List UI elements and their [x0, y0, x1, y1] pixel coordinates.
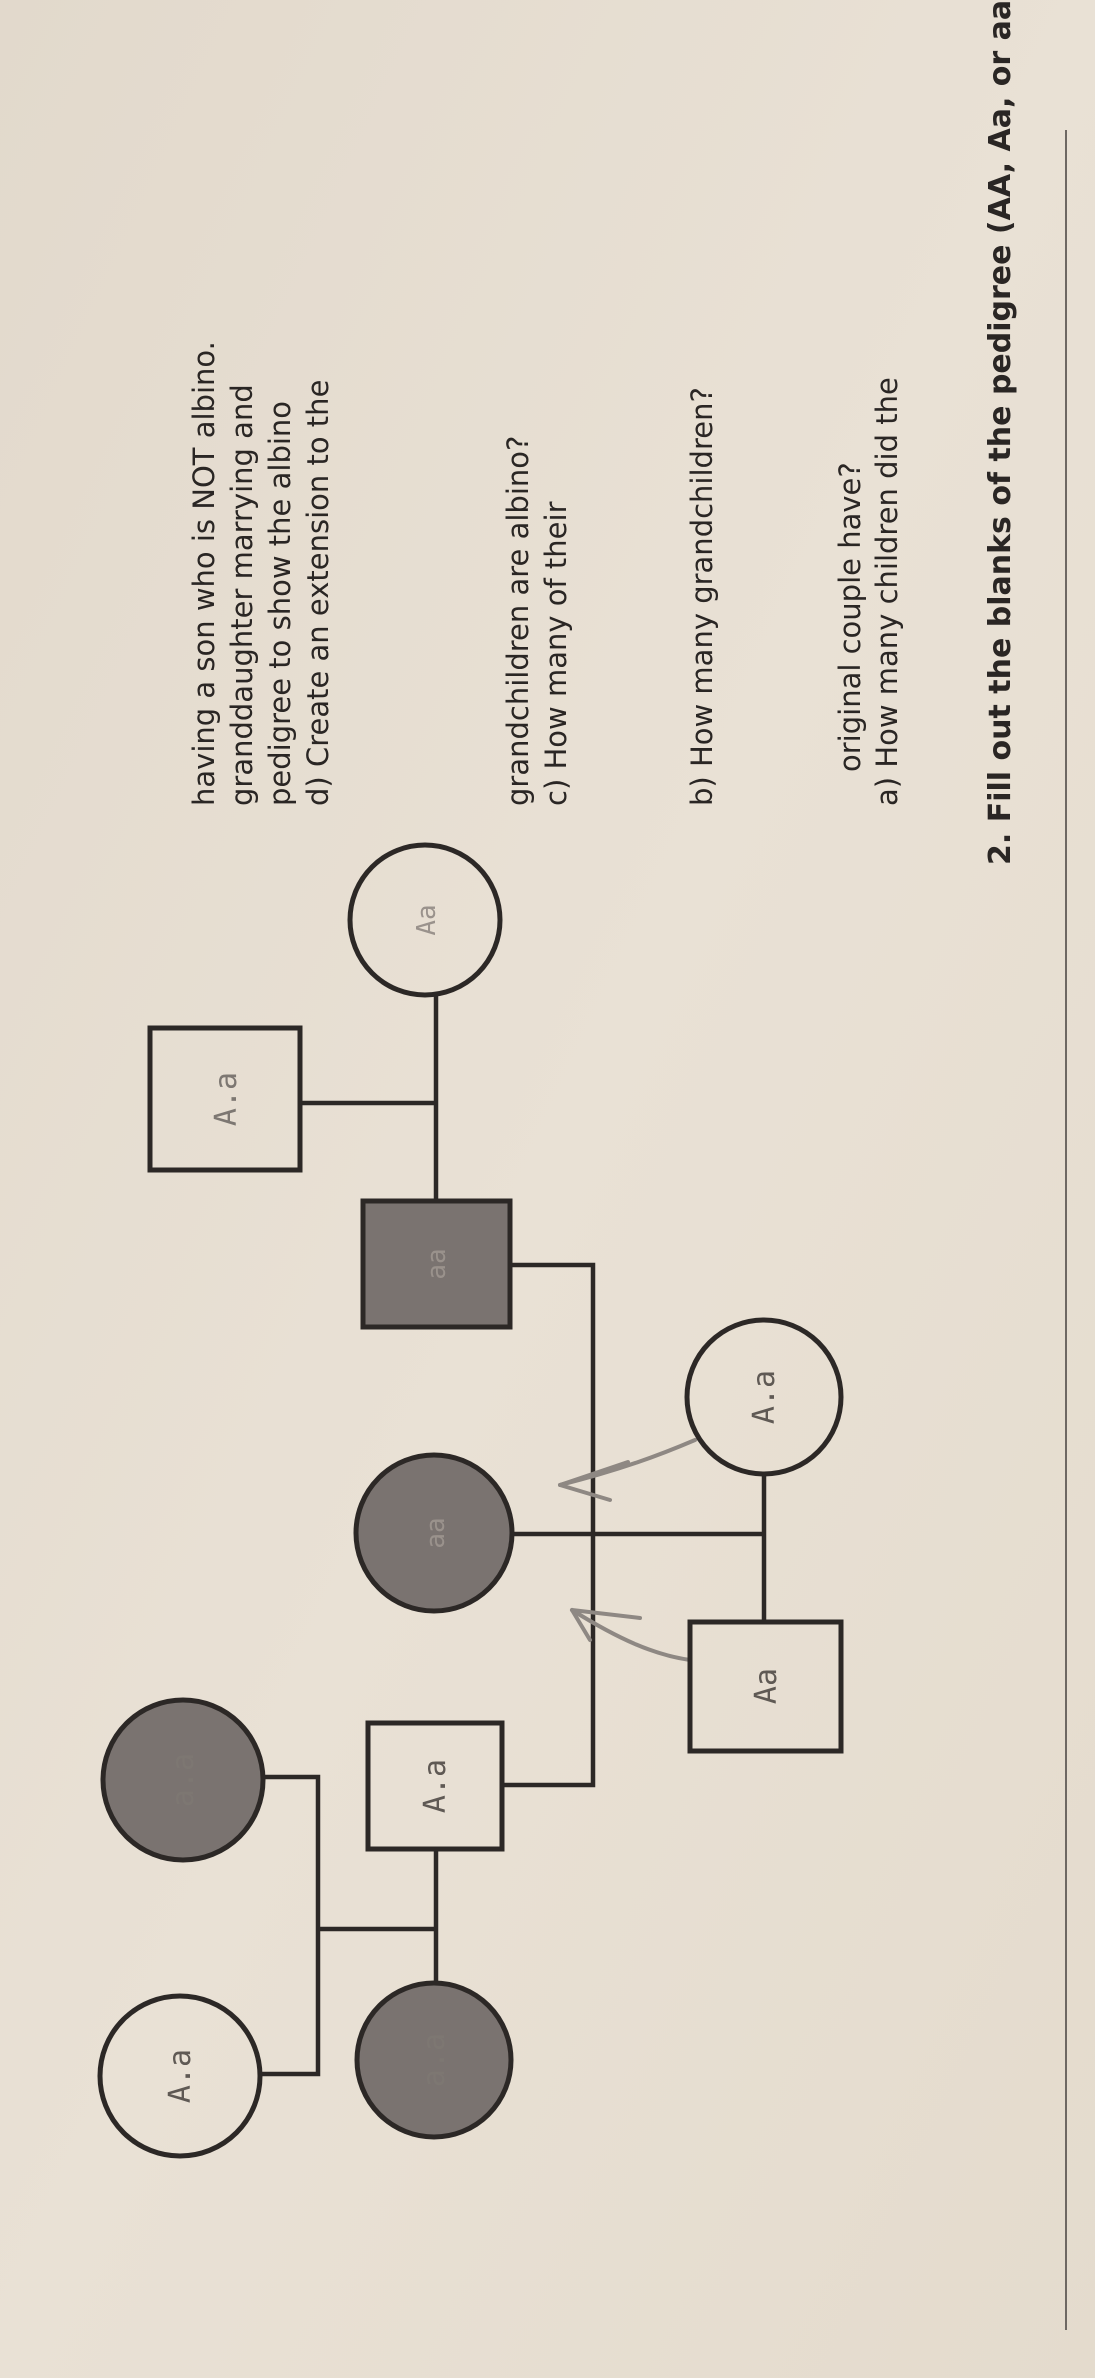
svg-text:a.a: a.a — [166, 1753, 201, 1807]
pedigree-individual-gen2-affected-son: aa — [360, 1198, 513, 1330]
question-d-line4: having a son who is NOT albino. — [187, 341, 221, 806]
pedigree-individual-gen2-spouse-female: Aa — [347, 842, 503, 998]
worksheet-text: 2. Fill out the blanks of the pedigree (… — [187, 0, 1018, 865]
pedigree-individual-gen2-affected-daughter: aa — [353, 1452, 515, 1614]
pedigree-lines — [260, 995, 767, 2077]
svg-text:aa: aa — [422, 1248, 452, 1279]
question-a-line2: original couple have? — [833, 462, 867, 772]
svg-text:Aa: Aa — [412, 904, 442, 935]
pedigree-individual-gen1-male: Aa — [687, 1619, 844, 1754]
question-c-line1: c) How many of their — [539, 501, 573, 806]
svg-text:A.a: A.a — [418, 1759, 453, 1813]
svg-text:A.a: A.a — [163, 2049, 198, 2103]
pedigree-individual-gen2-son: A.a — [365, 1720, 505, 1852]
pencil-arrows — [558, 1438, 697, 1662]
svg-text:A.a: A.a — [747, 1370, 782, 1424]
svg-text:aa: aa — [421, 1517, 451, 1548]
svg-text:A.a: A.a — [209, 1072, 244, 1126]
worksheet-title: 2. Fill out the blanks of the pedigree (… — [983, 0, 1018, 865]
question-d-line1: d) Create an extension to the — [301, 380, 335, 806]
pedigree-individual-gen3-daughter: A.a — [97, 1993, 263, 2159]
question-d-line2: pedigree to show the albino — [263, 401, 297, 806]
question-d-line3: granddaughter marrying and — [225, 384, 259, 806]
pedigree-individual-gen3-son: A.a — [147, 1025, 303, 1173]
question-c-line2: grandchildren are albino? — [501, 436, 535, 806]
pedigree-individual-gen3-affected-daughter: a.a — [354, 1980, 514, 2140]
svg-text:Aa: Aa — [749, 1668, 784, 1704]
question-b: b) How many grandchildren? — [685, 387, 719, 806]
pedigree-individual-gen1-female: A.a — [684, 1317, 844, 1477]
question-a-line1: a) How many children did the — [870, 377, 904, 806]
svg-text:a.a: a.a — [417, 2033, 452, 2087]
pedigree-individual-gen2-spouse-affected-female: a.a — [100, 1697, 266, 1863]
